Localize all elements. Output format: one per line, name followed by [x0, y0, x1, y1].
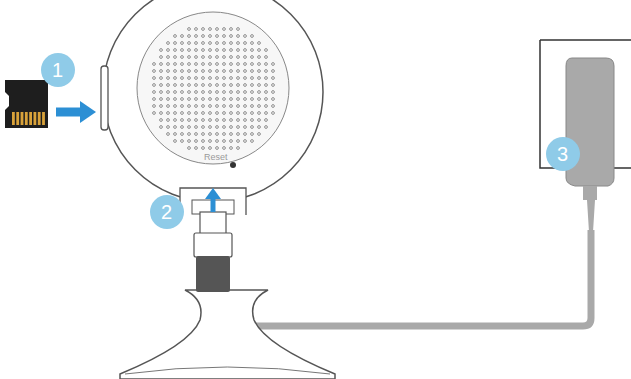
card-contacts	[12, 112, 45, 125]
reset-hole	[230, 162, 236, 168]
speaker-grille	[137, 12, 289, 164]
port-bracket	[180, 188, 246, 215]
card-slot	[101, 66, 108, 130]
callout-number: 3	[557, 144, 568, 164]
cable-relief	[587, 200, 595, 232]
stand	[120, 290, 335, 379]
microsd-card	[5, 80, 48, 128]
arrow	[56, 108, 82, 117]
reset-label: Reset	[204, 153, 228, 162]
callout-number: 1	[52, 60, 63, 80]
arrow-head	[80, 101, 96, 123]
callout-circle	[546, 137, 580, 171]
callout-circle	[41, 53, 75, 87]
callout-circle	[150, 195, 184, 229]
stand-edge	[125, 367, 330, 374]
grille-holes	[153, 28, 275, 150]
usb-plug	[194, 233, 232, 257]
adapter-neck	[583, 186, 597, 200]
plug-boot	[196, 256, 230, 292]
usb-plug-tip	[200, 212, 226, 234]
callout-number: 2	[161, 202, 172, 222]
arrow-head	[205, 188, 221, 199]
camera-body	[103, 0, 323, 202]
power-cable	[206, 230, 591, 326]
